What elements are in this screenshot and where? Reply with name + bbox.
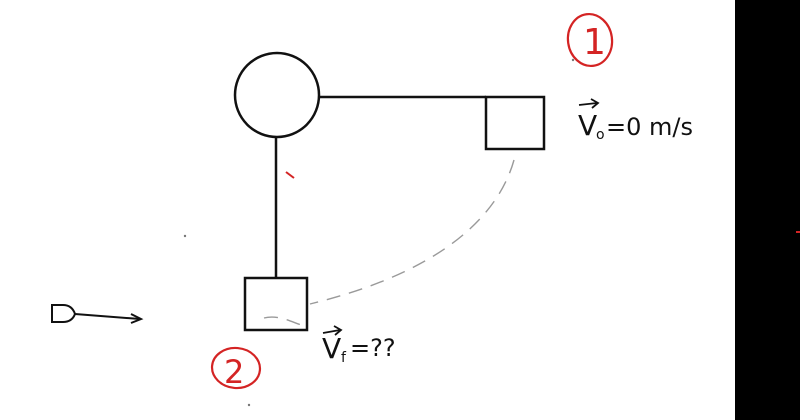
stray-dot bbox=[247, 403, 251, 407]
initial-velocity-value: =0 m/s bbox=[606, 113, 693, 141]
state-1-number: 1 bbox=[583, 22, 606, 63]
vector-arrow-head bbox=[333, 325, 343, 336]
final-velocity-subscript: f bbox=[341, 350, 347, 366]
state-1-circle bbox=[566, 12, 614, 68]
block-position-1 bbox=[484, 95, 546, 151]
vector-arrow-icon bbox=[578, 102, 598, 106]
pivot-circle bbox=[233, 51, 321, 139]
stray-dot bbox=[571, 58, 575, 62]
swing-path-dashed bbox=[263, 159, 515, 327]
right-edge-bar bbox=[735, 0, 800, 420]
vector-arrow-head bbox=[590, 98, 600, 109]
stray-dot bbox=[183, 234, 187, 238]
final-velocity-value: =?? bbox=[350, 334, 396, 362]
final-velocity-label: V f =?? bbox=[322, 325, 396, 366]
projectile-arrow-line bbox=[74, 313, 141, 320]
initial-velocity-subscript: o bbox=[596, 127, 605, 143]
final-velocity-symbol: V bbox=[322, 332, 341, 365]
initial-velocity-symbol: V bbox=[578, 109, 597, 142]
block-position-2 bbox=[243, 276, 309, 332]
initial-velocity-label: V o =0 m/s bbox=[578, 98, 693, 143]
state-2-circle bbox=[210, 346, 262, 390]
vector-arrow-icon bbox=[322, 329, 341, 334]
red-tick-on-string bbox=[285, 171, 295, 179]
arrow-head-icon bbox=[130, 313, 144, 324]
projectile-icon bbox=[51, 304, 77, 323]
state-2-number: 2 bbox=[224, 353, 244, 391]
